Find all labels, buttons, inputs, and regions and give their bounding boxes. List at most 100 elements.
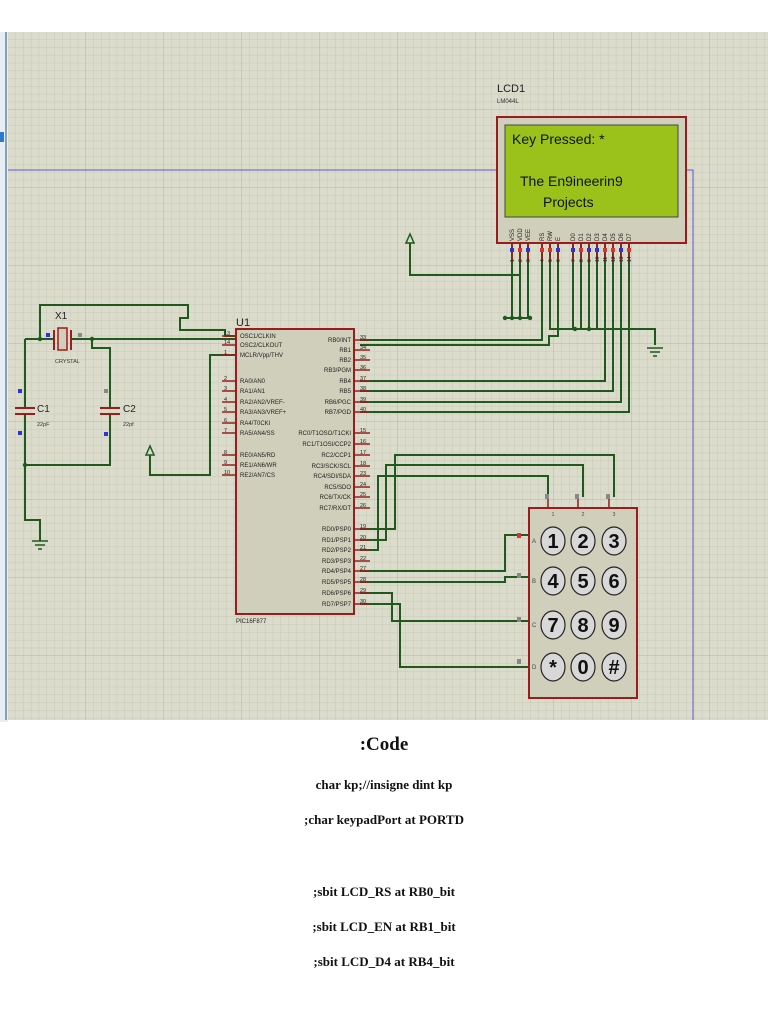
lcd-pin-name: RS bbox=[540, 233, 546, 241]
lcd-module[interactable]: LCD1 LM044L Key Pressed: * The En9ineeri… bbox=[496, 83, 687, 262]
mcu-pin-name: RC7/RX/DT bbox=[319, 506, 351, 512]
wire bbox=[360, 454, 615, 530]
mcu-pin-name: RA1/AN1 bbox=[240, 389, 266, 395]
mcu-pin-number: 17 bbox=[360, 450, 366, 456]
wire bbox=[360, 243, 630, 413]
lcd-pin-name: D3 bbox=[595, 233, 601, 241]
mcu-pin-name: RC1/T1OSI/CCP2 bbox=[302, 442, 351, 448]
mcu-pin-name: RA2/AN2/VREF- bbox=[240, 400, 285, 406]
mcu-pin-name: RB7/PGD bbox=[325, 410, 352, 416]
c1-ref: C1 bbox=[37, 404, 50, 415]
ground-icon bbox=[32, 540, 48, 550]
mcu-pin-number: 23 bbox=[360, 471, 366, 477]
power-terminal-icon bbox=[404, 232, 416, 244]
mcu-pin-name: RC3/SCK/SCL bbox=[312, 464, 352, 470]
keypad-key[interactable]: 3 bbox=[601, 526, 627, 556]
keypad-key[interactable]: 6 bbox=[601, 566, 627, 596]
lcd-pin-number: 14 bbox=[627, 256, 633, 262]
mcu-pin-number: 20 bbox=[360, 535, 366, 541]
mcu-pin-number: 18 bbox=[360, 461, 366, 467]
left-panel bbox=[0, 32, 8, 722]
mcu-pin-number: 8 bbox=[224, 450, 227, 456]
code-heading: :Code bbox=[359, 734, 409, 755]
capacitor-c1[interactable]: C1 22pF bbox=[15, 389, 50, 435]
code-line: char kp;//insigne dint kp bbox=[315, 777, 453, 792]
crystal-x1[interactable]: X1 CRYSTAL bbox=[46, 311, 82, 365]
junction-dot bbox=[37, 336, 43, 342]
mcu-pin-name: RD0/PSP0 bbox=[322, 527, 352, 533]
wire bbox=[360, 243, 606, 382]
mcu-pin-name: RC0/T1OSO/T1CKI bbox=[298, 431, 351, 437]
keypad-key[interactable]: 9 bbox=[601, 610, 627, 640]
mcu-pin-name: RD7/PSP7 bbox=[322, 602, 352, 608]
lcd-pin-name: D1 bbox=[579, 233, 585, 241]
mcu-pin-number: 9 bbox=[224, 460, 227, 466]
junction-dot bbox=[517, 315, 523, 321]
keypad-key[interactable]: 7 bbox=[540, 610, 566, 640]
mcu-pin-name: RC4/SDI/SDA bbox=[313, 474, 351, 480]
keypad-key[interactable]: * bbox=[540, 652, 566, 682]
crystal-model: CRYSTAL bbox=[55, 359, 80, 365]
c2-ref: C2 bbox=[123, 404, 136, 415]
keypad-key-label: * bbox=[549, 657, 557, 679]
mcu-pin-number: 6 bbox=[224, 418, 227, 424]
keypad-key-label: 3 bbox=[608, 531, 619, 553]
mcu-pin-number: 35 bbox=[360, 355, 366, 361]
mcu-pin-number: 33 bbox=[360, 335, 366, 341]
mcu-pin-name: RD6/PSP6 bbox=[322, 591, 352, 597]
lcd-pin-number: 11 bbox=[603, 257, 609, 262]
lcd-pin-number: 8 bbox=[579, 259, 585, 262]
wire bbox=[409, 243, 520, 276]
mcu-pin-number: 1 bbox=[224, 350, 227, 356]
lcd-line-1: Key Pressed: * bbox=[512, 131, 605, 147]
mcu-pin-number: 34 bbox=[360, 345, 366, 351]
wire bbox=[149, 354, 236, 476]
keypad-key[interactable]: 2 bbox=[570, 526, 596, 556]
junction-dot bbox=[586, 326, 592, 332]
keypad-row-label: A bbox=[532, 539, 536, 545]
junction-dot bbox=[572, 326, 578, 332]
mcu-pin-number: 16 bbox=[360, 439, 366, 445]
lcd-pin-number: 1 bbox=[510, 259, 516, 262]
lcd-pin-name: VDD bbox=[518, 228, 524, 241]
mcu-pin-name: RA0/AN0 bbox=[240, 379, 266, 385]
capacitor-c2[interactable]: C2 22pf bbox=[100, 389, 136, 436]
keypad-key[interactable]: 0 bbox=[570, 652, 596, 682]
keypad-key-label: 0 bbox=[577, 657, 588, 679]
mcu-pin-name: RB3/PGM bbox=[324, 368, 351, 374]
wire bbox=[360, 243, 622, 403]
mcu-pin-number: 24 bbox=[360, 482, 366, 488]
sheet-border bbox=[8, 169, 694, 720]
keypad-key-label: 6 bbox=[608, 571, 619, 593]
keypad-column-label: 2 bbox=[582, 512, 585, 518]
mcu-pin-name: RD3/PSP3 bbox=[322, 559, 352, 565]
keypad-key[interactable]: 8 bbox=[570, 610, 596, 640]
mcu-pin-number: 28 bbox=[360, 577, 366, 583]
keypad-key-label: 4 bbox=[547, 571, 559, 593]
mcu-pin-number: 22 bbox=[360, 556, 366, 562]
power-terminal-icon bbox=[144, 444, 156, 456]
mcu-pin-number: 36 bbox=[360, 365, 366, 371]
keypad-key[interactable]: 1 bbox=[540, 526, 566, 556]
keypad-row-label: C bbox=[532, 623, 537, 629]
keypad-key[interactable]: # bbox=[601, 652, 627, 682]
mcu-pin-number: 2 bbox=[224, 376, 227, 382]
keypad-key[interactable]: 5 bbox=[570, 566, 596, 596]
mcu-pin-name: RD5/PSP5 bbox=[322, 580, 352, 586]
mcu-pin-name: RD4/PSP4 bbox=[322, 569, 352, 575]
code-line: ;sbit LCD_RS at RB0_bit bbox=[313, 884, 455, 899]
mcu-pin-name: RB0/INT bbox=[328, 338, 351, 344]
mcu-pin-number: 10 bbox=[224, 470, 230, 476]
mcu-pin-name: RB1 bbox=[339, 348, 351, 354]
wire bbox=[24, 465, 41, 541]
wire bbox=[91, 339, 111, 408]
code-line: ;char keypadPort at PORTD bbox=[304, 812, 464, 827]
lcd-pin-number: 12 bbox=[611, 256, 617, 262]
mcu-pin-name: OSC2/CLKOUT bbox=[240, 343, 283, 349]
keypad-key[interactable]: 4 bbox=[540, 566, 566, 596]
lcd-pin-name: D5 bbox=[611, 233, 617, 241]
code-line: ;sbit LCD_D4 at RB4_bit bbox=[313, 954, 455, 969]
lcd-pin-name: E bbox=[556, 237, 562, 241]
